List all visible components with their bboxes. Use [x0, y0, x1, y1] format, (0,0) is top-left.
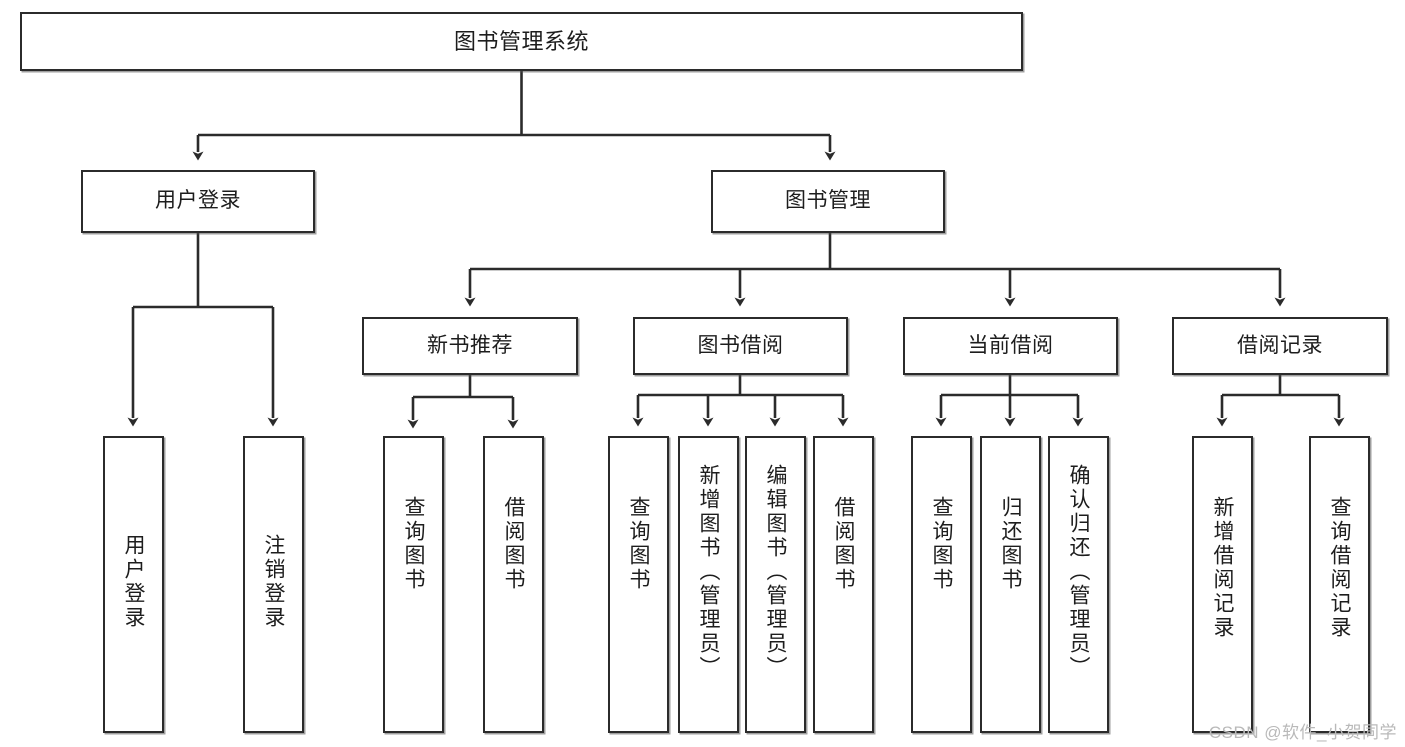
- node-user-login-label: 用户登录: [155, 189, 241, 213]
- node-current-borrow[interactable]: 当前借阅: [903, 317, 1118, 375]
- leaf-bookborrow-add-book-label: 新增图书（管理员）: [697, 464, 720, 680]
- node-book-manage[interactable]: 图书管理: [711, 170, 945, 233]
- leaf-bookborrow-query-book[interactable]: 查询图书: [608, 436, 669, 733]
- watermark: CSDN @软件_小贺同学: [1208, 723, 1397, 742]
- node-book-borrow[interactable]: 图书借阅: [633, 317, 848, 375]
- leaf-newbook-query-book[interactable]: 查询图书: [383, 436, 444, 733]
- leaf-record-add-record[interactable]: 新增借阅记录: [1192, 436, 1253, 733]
- leaf-record-query-record[interactable]: 查询借阅记录: [1309, 436, 1370, 733]
- leaf-bookborrow-borrow-book[interactable]: 借阅图书: [813, 436, 874, 733]
- leaf-currentborrow-confirm-return[interactable]: 确认归还（管理员）: [1048, 436, 1109, 733]
- node-root-system-label: 图书管理系统: [453, 28, 589, 54]
- node-root-system[interactable]: 图书管理系统: [20, 12, 1023, 71]
- node-borrow-record-label: 借阅记录: [1237, 333, 1323, 357]
- node-new-book-recommend-label: 新书推荐: [427, 333, 513, 357]
- node-user-login[interactable]: 用户登录: [81, 170, 315, 233]
- leaf-currentborrow-return-book[interactable]: 归还图书: [980, 436, 1041, 733]
- node-book-borrow-label: 图书借阅: [697, 333, 784, 357]
- leaf-user-login[interactable]: 用户登录: [103, 436, 164, 733]
- leaf-bookborrow-edit-book-label: 编辑图书（管理员）: [764, 464, 787, 680]
- leaf-user-login-label: 用户登录: [122, 534, 145, 630]
- node-borrow-record[interactable]: 借阅记录: [1172, 317, 1388, 375]
- leaf-bookborrow-query-book-label: 查询图书: [627, 496, 650, 592]
- leaf-newbook-borrow-book-label: 借阅图书: [502, 496, 525, 592]
- leaf-bookborrow-edit-book[interactable]: 编辑图书（管理员）: [745, 436, 806, 733]
- leaf-currentborrow-query-book[interactable]: 查询图书: [911, 436, 972, 733]
- leaf-bookborrow-add-book[interactable]: 新增图书（管理员）: [678, 436, 739, 733]
- leaf-currentborrow-query-book-label: 查询图书: [930, 496, 953, 592]
- node-book-manage-label: 图书管理: [785, 189, 871, 213]
- leaf-currentborrow-confirm-return-label: 确认归还（管理员）: [1067, 464, 1090, 680]
- leaf-logout[interactable]: 注销登录: [243, 436, 304, 733]
- leaf-record-add-record-label: 新增借阅记录: [1211, 496, 1234, 640]
- leaf-logout-label: 注销登录: [262, 534, 285, 630]
- node-current-borrow-label: 当前借阅: [967, 333, 1054, 357]
- leaf-record-query-record-label: 查询借阅记录: [1328, 496, 1351, 640]
- leaf-newbook-query-book-label: 查询图书: [402, 496, 425, 592]
- node-new-book-recommend[interactable]: 新书推荐: [362, 317, 578, 375]
- leaf-bookborrow-borrow-book-label: 借阅图书: [832, 496, 855, 592]
- leaf-currentborrow-return-book-label: 归还图书: [999, 496, 1022, 592]
- leaf-newbook-borrow-book[interactable]: 借阅图书: [483, 436, 544, 733]
